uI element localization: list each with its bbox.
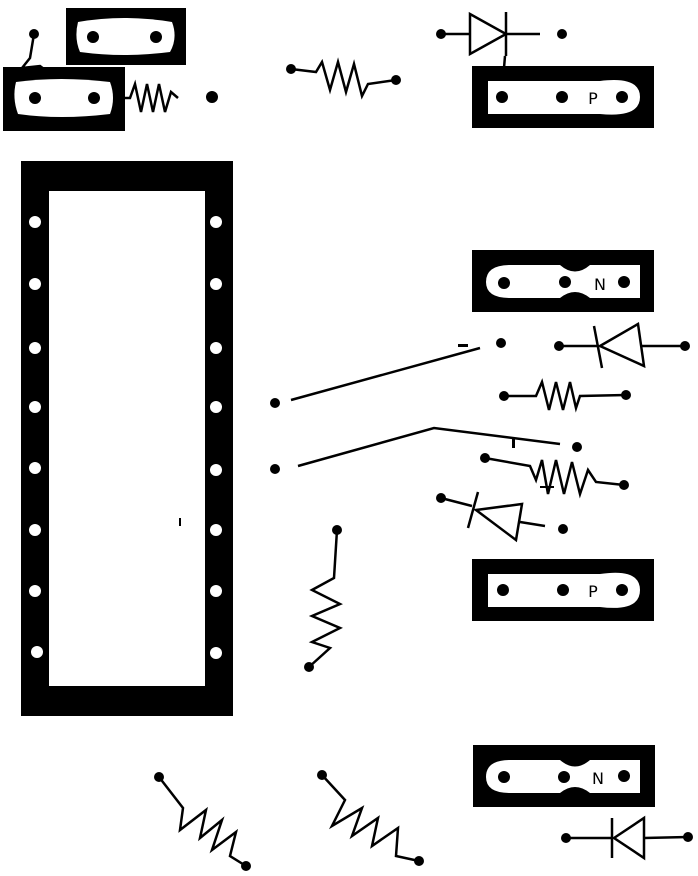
ic-pins-right xyxy=(210,216,222,659)
wire-jumper-lower xyxy=(270,426,582,474)
resistor-r6 xyxy=(154,772,251,871)
diode-d2 xyxy=(554,321,690,369)
wire-jumper-upper xyxy=(270,338,506,408)
transistor-lower-mid-label: P xyxy=(588,582,598,601)
resistor-r1 xyxy=(122,79,179,113)
header-block-top xyxy=(66,8,186,65)
resistor-r2 xyxy=(286,57,401,100)
transistor-lower-mid: P xyxy=(472,559,654,621)
resistor-r5 xyxy=(304,525,343,672)
resistor-r4 xyxy=(480,453,629,499)
header-block-left xyxy=(3,67,125,131)
resistor-r3 xyxy=(499,378,631,413)
ic-socket xyxy=(21,161,233,716)
transistor-bottom: N xyxy=(473,745,655,807)
resistor-r7 xyxy=(317,770,424,866)
pad-r1-end xyxy=(206,91,218,103)
trace-specks xyxy=(179,344,554,526)
diode-d1 xyxy=(436,11,567,69)
transistor-bottom-label: N xyxy=(592,769,604,788)
transistor-upper-mid: N xyxy=(472,250,654,312)
wire-top-left xyxy=(19,29,49,73)
transistor-top: P xyxy=(472,66,654,128)
transistor-top-label: P xyxy=(588,89,598,108)
transistor-upper-mid-label: N xyxy=(594,275,606,294)
ic-pins-left xyxy=(29,216,43,658)
diode-d4 xyxy=(561,815,693,861)
diode-d3 xyxy=(436,491,568,543)
